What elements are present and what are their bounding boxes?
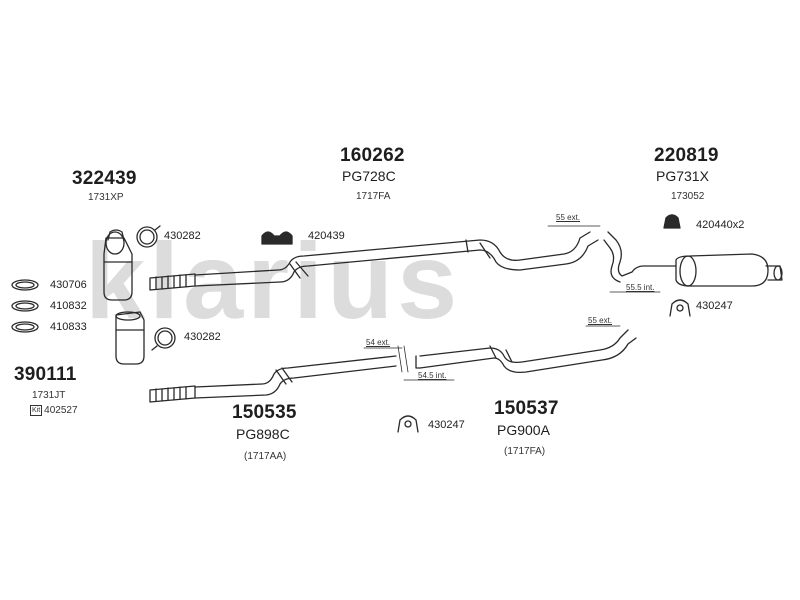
part-sub-1717aa: (1717AA)	[244, 451, 287, 462]
label-410833: 410833	[50, 321, 87, 333]
part-sub-1717fa: 1717FA	[356, 191, 391, 202]
gasket-430706	[11, 279, 39, 291]
part-code-pg728c: PG728C	[342, 168, 396, 184]
dim-55int: 55.5 int.	[626, 283, 655, 292]
pipe-150535	[149, 355, 397, 403]
dim-54int: 54.5 int.	[418, 371, 447, 380]
pipe-150537	[415, 329, 637, 374]
label-430706: 430706	[50, 279, 87, 291]
dim-54ext: 54 ext.	[366, 338, 391, 347]
part-sub-1731jt: 1731JT	[32, 390, 66, 401]
label-430282-lower: 430282	[184, 331, 221, 343]
kit-badge: Kit	[30, 405, 43, 416]
catalytic-converter-upper	[103, 229, 133, 301]
mount-430247-upper	[669, 299, 691, 317]
label-430282-upper: 430282	[164, 230, 201, 242]
kit-number: 402527	[44, 405, 78, 417]
label-430247-upper: 430247	[696, 300, 733, 312]
mount-430247-lower	[397, 415, 419, 433]
gasket-410833	[11, 321, 39, 333]
catalytic-converter-lower	[115, 311, 145, 365]
dim-55ext-upper: 55 ext.	[556, 213, 581, 222]
part-sub-1717fa-lower: (1717FA)	[504, 446, 546, 457]
hanger-420440	[663, 214, 681, 229]
part-sub-1731xp: 1731XP	[88, 192, 124, 203]
clamp-430282-lower	[151, 327, 176, 351]
label-420439: 420439	[308, 230, 345, 242]
label-410832: 410832	[50, 300, 87, 312]
part-sub-173052: 173052	[671, 191, 705, 202]
label-430247-lower: 430247	[428, 419, 465, 431]
part-number-322439: 322439	[72, 168, 137, 189]
part-code-pg731x: PG731X	[656, 168, 709, 184]
part-number-390111: 390111	[14, 364, 77, 385]
part-code-pg898c: PG898C	[236, 426, 290, 442]
part-code-pg900a: PG900A	[497, 422, 550, 438]
dimension-tick-54	[397, 345, 409, 373]
part-number-150537: 150537	[494, 398, 559, 419]
label-420440x2: 420440x2	[696, 219, 745, 231]
pipe-160262	[149, 231, 599, 291]
part-number-220819: 220819	[654, 145, 719, 166]
bracket-420439	[261, 231, 293, 245]
part-number-150535: 150535	[232, 402, 297, 423]
clamp-430282-upper	[136, 225, 161, 248]
dim-55ext-lower: 55 ext.	[588, 316, 613, 325]
rear-muffler-220819	[603, 231, 783, 287]
part-number-160262: 160262	[340, 145, 405, 166]
gasket-410832	[11, 300, 39, 312]
